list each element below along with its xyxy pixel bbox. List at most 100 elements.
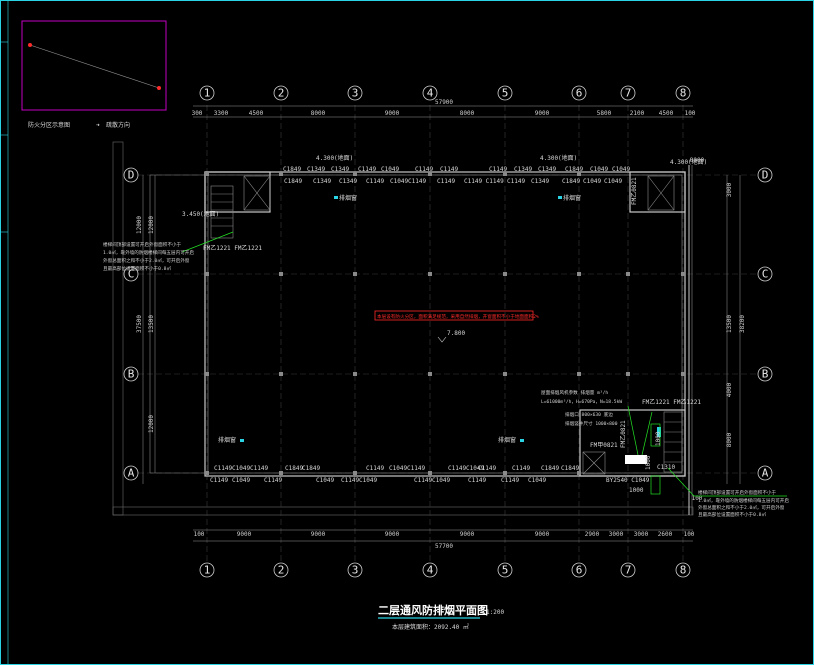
dim-left-total-a: 12000	[136, 216, 143, 234]
vent-marker	[657, 427, 661, 437]
dim-bottom-8: 3000	[609, 531, 624, 538]
axis-col-2-bottom: 2	[278, 564, 285, 577]
dim-right-edge-bottom: 100	[692, 495, 703, 502]
area-note: 本层建筑面积：2092.40 ㎡	[392, 623, 469, 631]
right-note-line-1: 屋面排烟风机参数 排烟量 m³/h	[541, 389, 608, 396]
dimension-lines	[142, 105, 741, 542]
axis-col-3-top: 3	[352, 87, 359, 100]
window-top-3: C1349	[331, 166, 349, 173]
axis-bubbles-bottom: 1 2 3 4 5 6 7 8	[199, 562, 691, 578]
dim-bottom-4: 9000	[385, 531, 400, 538]
drawing-scale: 1:200	[486, 609, 504, 616]
top-dimensions: 300 3300 4500 8000 9000 8000 9000 5800 2…	[192, 99, 696, 117]
window-top-9: C1349	[514, 166, 532, 173]
window-top-12: C1049	[590, 166, 608, 173]
axis-bubbles-top: 1 2 3 4 5 6 7 8	[199, 85, 691, 101]
axis-row-c-right: C	[762, 268, 769, 281]
axis-row-a-right: A	[762, 467, 769, 480]
bottom-window-labels: C1149 C1049C1149 C1849 C1849 C1149 C1049…	[214, 465, 579, 472]
left-note-line-1: 楼梯间顶部设置可开启外窗面积不小于	[103, 241, 182, 248]
dim-right-1: 3000	[726, 182, 733, 197]
axis-row-b-right: B	[762, 368, 769, 381]
vent-marker	[558, 196, 562, 199]
shaft-code: BY2540 C1049	[606, 477, 650, 484]
axis-col-1-bottom: 1	[204, 564, 211, 577]
right-fan-note: 屋面排烟风机参数 排烟量 m³/h L=61000m³/h，H=670Pa，N=…	[541, 389, 653, 456]
dim-top-7: 9000	[535, 110, 550, 117]
dim-bottom-5: 9000	[460, 531, 475, 538]
dim-bottom-total: 57700	[435, 543, 453, 550]
door-right-top: FM乙0821	[631, 177, 638, 205]
elevation-top-right: 4.300(地面)	[540, 154, 577, 162]
key-plan-label: 防火分区示意图	[28, 121, 70, 129]
window-top2-1: C1849	[284, 178, 302, 185]
window-bottom2-1: C1149	[210, 477, 228, 484]
dim-top-4: 8000	[311, 110, 326, 117]
dim-top-2: 3300	[214, 110, 229, 117]
window-bottom2-9: C1049	[528, 477, 546, 484]
dim-top-10: 4500	[659, 110, 674, 117]
window-bottom-6: C1049C1149	[389, 465, 426, 472]
dim-top-total: 57900	[435, 99, 453, 106]
window-top-7: C1149	[440, 166, 458, 173]
right-dimensions: 3000 13500 4000 8000 38200 8000 100	[690, 157, 746, 502]
door-right-bottom: FM乙0821	[620, 420, 627, 448]
window-top2-8: C1149	[507, 178, 525, 185]
red-boxed-note: 本层设有防火分区，面积满足规范，采用自然排烟，开窗面积不小于地面面积2%	[374, 310, 539, 321]
window-top-11: C1849	[565, 166, 583, 173]
window-bottom2-6: C1149C1049	[414, 477, 451, 484]
key-plan-box	[21, 20, 167, 111]
window-bottom2-5: C1149C1049	[341, 477, 378, 484]
window-top2-6: C1149	[437, 178, 455, 185]
window-bottom2-8: C1149	[501, 477, 519, 484]
door-right-mid: FM乙1221 FM乙1221	[642, 399, 701, 406]
right-note-line-2: L=61000m³/h，H=670Pa，N=18.5kW	[541, 399, 622, 405]
door-right-low: FM甲0821	[590, 442, 618, 449]
axis-col-8-top: 8	[680, 87, 687, 100]
window-bottom-11: C1849	[561, 465, 579, 472]
right-note-line-4: 排烟竖井尺寸 1000×800	[565, 420, 618, 427]
shaft-dim-a: 1000	[645, 455, 652, 470]
building-outline	[149, 165, 693, 515]
dim-top-8: 5800	[597, 110, 612, 117]
right-note-line-3: 排烟口 800×630 底边	[565, 411, 613, 418]
top-window-labels: C1849 C1349 C1349 C1149 C1049 C1149 C114…	[283, 166, 630, 173]
window-top-10: C1349	[538, 166, 556, 173]
window-top2-12: C1049	[604, 178, 622, 185]
window-bottom-4: C1849	[302, 465, 320, 472]
dim-right-edge-top: 8000	[690, 157, 705, 164]
dim-left-3: 12000	[148, 415, 155, 433]
axis-col-5-bottom: 5	[502, 564, 509, 577]
elevation-main: 7.800	[447, 330, 465, 337]
shaft-code-2: C1310	[657, 464, 675, 471]
elevation-top-left: 4.300(地面)	[316, 154, 353, 162]
drawing-title-block: 二层通风防排烟平面图 1:200 本层建筑面积：2092.40 ㎡	[378, 603, 504, 631]
smoke-vents: 排烟窗 排烟窗 排烟窗 排烟窗	[218, 194, 661, 444]
elevation-stair-left: 3.450(地面)	[182, 210, 219, 218]
window-bottom-5: C1149	[366, 465, 384, 472]
dim-left-1: 12000	[148, 216, 155, 234]
dim-top-9: 2100	[630, 110, 645, 117]
vent-marker	[334, 196, 338, 199]
door-labels: FM乙1221 FM乙1221 FM乙0821 FM乙1221 FM乙1221 …	[203, 177, 701, 449]
dim-top-5: 9000	[385, 110, 400, 117]
axis-col-4-top: 4	[427, 87, 434, 100]
window-bottom-2: C1049C1149	[232, 465, 269, 472]
window-top2-2: C1349	[313, 178, 331, 185]
window-bottom-1: C1149	[214, 465, 232, 472]
key-plan-legend: 防火分区示意图 ➜ 疏散方向	[21, 20, 167, 129]
left-note-line-2: 1.0㎡，靠外墙的防烟楼梯间每五层内可开启	[103, 249, 194, 256]
dim-bottom-10: 2600	[658, 531, 673, 538]
window-top-8: C1149	[489, 166, 507, 173]
axis-col-1-top: 1	[204, 87, 211, 100]
left-dimensions: 12000 37500 12000 13500 12000	[136, 216, 155, 433]
dim-bottom-3: 9000	[311, 531, 326, 538]
elevation-top-far-right: 4.300(地面)	[670, 158, 707, 166]
bottom-window-labels-2: C1149 C1049 C1149 C1049 C1149C1049 C1149…	[210, 477, 546, 484]
axis-col-4-bottom: 4	[427, 564, 434, 577]
dim-bottom-6: 9000	[535, 531, 550, 538]
axis-col-6-bottom: 6	[576, 564, 583, 577]
window-top-1: C1849	[283, 166, 301, 173]
window-bottom2-7: C1149	[468, 477, 486, 484]
